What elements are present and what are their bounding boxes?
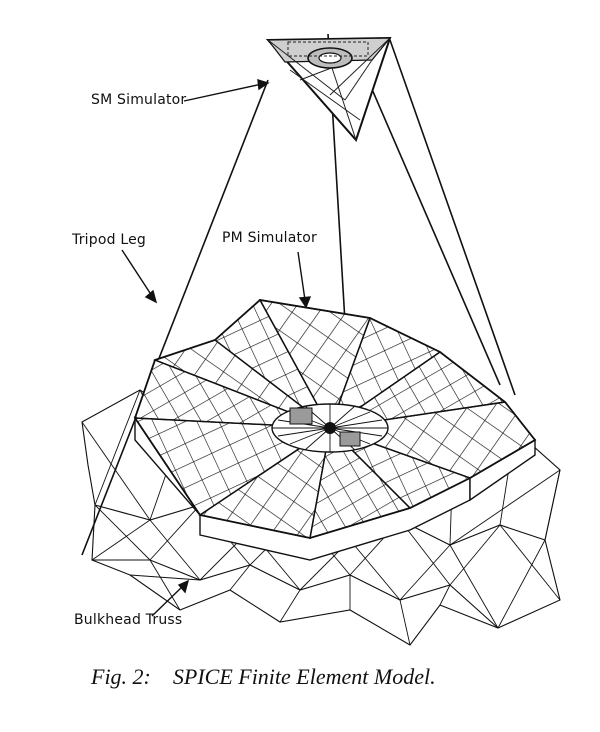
bulkhead-truss-label: Bulkhead Truss (74, 612, 183, 628)
tripod-leg-label: Tripod Leg (72, 232, 146, 248)
pm-simulator-structure (133, 298, 537, 561)
figure-caption: Fig. 2: SPICE Finite Element Model. (91, 664, 436, 689)
leader-arrows (121, 79, 312, 617)
pm-simulator-label: PM Simulator (222, 230, 317, 246)
sm-simulator-label: SM Simulator (91, 92, 187, 108)
sm-simulator-structure (265, 36, 392, 142)
